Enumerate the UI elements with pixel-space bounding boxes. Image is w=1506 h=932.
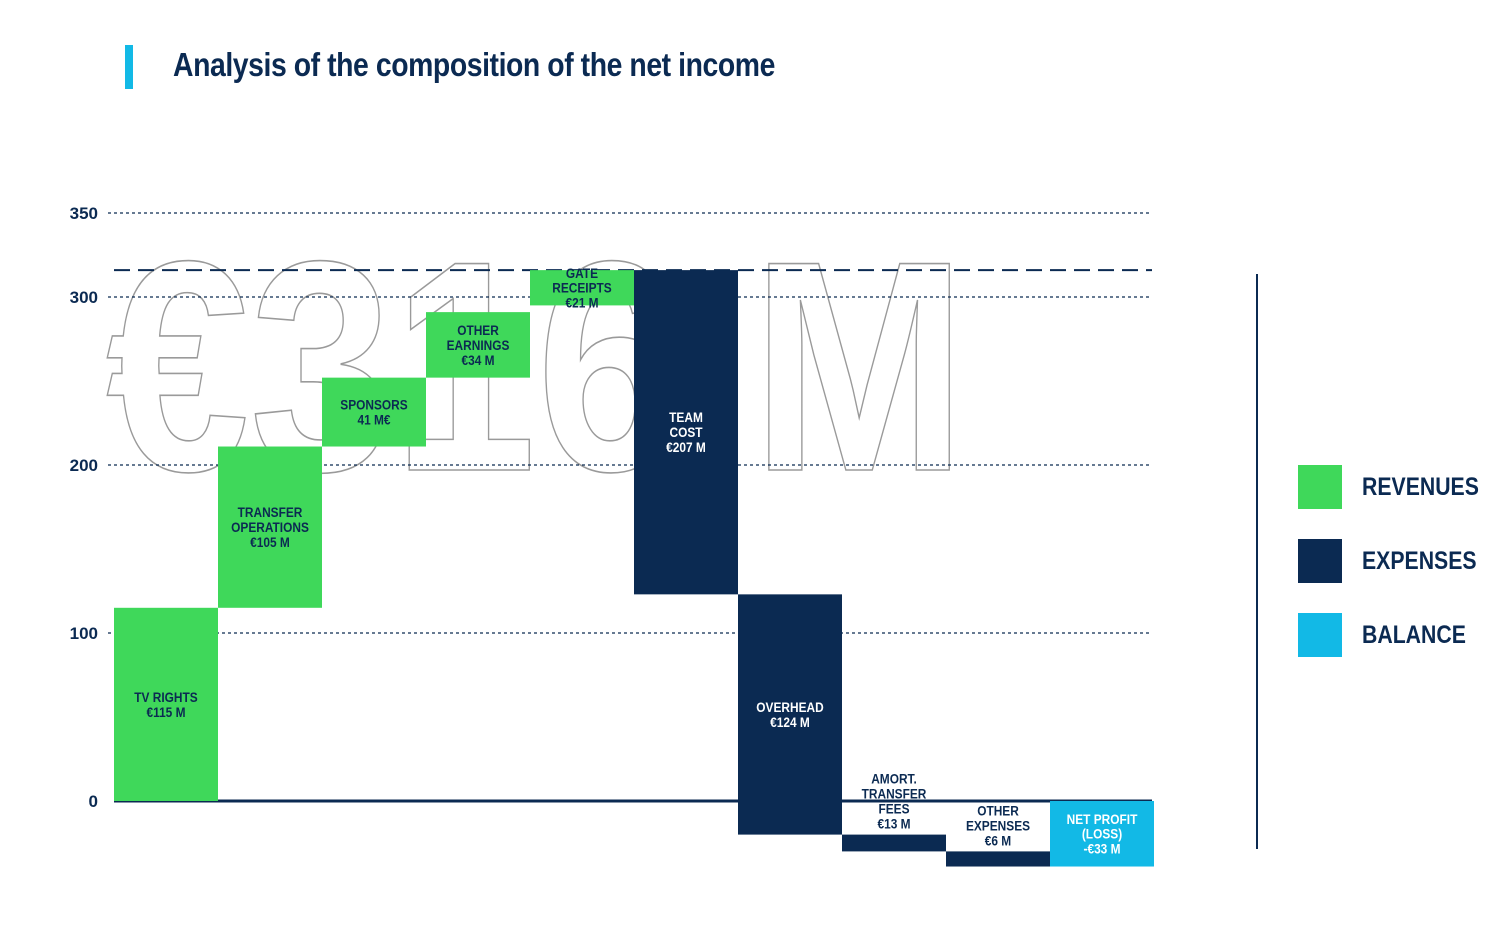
bars-layer bbox=[114, 270, 1154, 867]
bar-label-line: OPERATIONS bbox=[231, 519, 309, 535]
bar-expenses bbox=[738, 594, 842, 835]
bar-label-line: (LOSS) bbox=[1082, 826, 1122, 842]
bar-label-line: FEES bbox=[878, 801, 909, 817]
bar-label-line: 41 M€ bbox=[357, 412, 390, 428]
bar-balance bbox=[1050, 801, 1154, 867]
legend-swatch-expenses bbox=[1298, 539, 1342, 583]
bar-revenues bbox=[322, 377, 426, 447]
title-accent-bar bbox=[125, 45, 133, 89]
bar-label: TV RIGHTS€115 M bbox=[134, 689, 198, 720]
legend-label: EXPENSES bbox=[1362, 546, 1477, 575]
bar-expenses bbox=[634, 270, 738, 595]
y-tick-label: 300 bbox=[70, 288, 98, 307]
bar-label-line: €21 M bbox=[565, 295, 598, 311]
bar-label-line: EXPENSES bbox=[966, 817, 1030, 833]
legend-label: BALANCE bbox=[1362, 620, 1466, 649]
bar-label-line: OTHER bbox=[977, 802, 1019, 818]
bar-revenues bbox=[218, 446, 322, 608]
legend-divider bbox=[1256, 274, 1258, 849]
bar-revenues bbox=[530, 270, 634, 306]
bar-label-line: TRANSFER bbox=[862, 786, 927, 802]
bar-label-line: AMORT. bbox=[871, 771, 917, 787]
bar-expenses bbox=[946, 851, 1050, 867]
bar-label-line: €115 M bbox=[146, 704, 185, 720]
bar-label-line: €6 M bbox=[985, 832, 1011, 848]
bar-revenues bbox=[426, 312, 530, 378]
bar-label: OVERHEAD€124 M bbox=[756, 699, 823, 730]
y-tick-label: 200 bbox=[70, 456, 98, 475]
bar-label-line: €13 M bbox=[877, 816, 910, 832]
page-title: Analysis of the composition of the net i… bbox=[173, 46, 775, 83]
bar-label-line: €124 M bbox=[770, 714, 810, 730]
bar-label-line: SPONSORS bbox=[340, 397, 408, 413]
bar-label-line: €34 M bbox=[461, 352, 494, 368]
y-tick-label: 100 bbox=[70, 624, 98, 643]
bar-label-line: EARNINGS bbox=[447, 337, 510, 353]
bar-label-line: OTHER bbox=[457, 322, 499, 338]
legend-item-expenses: EXPENSES bbox=[1298, 539, 1497, 583]
legend-item-revenues: REVENUES bbox=[1298, 465, 1500, 509]
bar-label-line: COST bbox=[669, 424, 702, 440]
bar-label-line: NET PROFIT bbox=[1067, 811, 1138, 827]
bar-label-line: TRANSFER bbox=[238, 504, 303, 520]
bar-label-line: TEAM bbox=[669, 409, 703, 425]
y-tick-layer: 0 100 200 300 350 bbox=[70, 204, 98, 811]
legend-swatch-revenues bbox=[1298, 465, 1342, 509]
legend-label: REVENUES bbox=[1362, 472, 1479, 501]
bar-label-line: €207 M bbox=[666, 439, 706, 455]
y-tick-label: 0 bbox=[89, 792, 98, 811]
bar-expenses bbox=[842, 834, 946, 852]
y-tick-label: 350 bbox=[70, 204, 98, 223]
bar-label-line: OVERHEAD bbox=[756, 699, 823, 715]
bar-label: NET PROFIT(LOSS)-€33 M bbox=[1067, 811, 1138, 857]
bar-label-line: €105 M bbox=[250, 534, 290, 550]
bar-label-line: -€33 M bbox=[1083, 841, 1120, 857]
legend-swatch-balance bbox=[1298, 613, 1342, 657]
bar-label-line: TV RIGHTS bbox=[134, 689, 198, 705]
bar-revenues bbox=[114, 607, 218, 801]
legend-item-balance: BALANCE bbox=[1298, 613, 1484, 657]
bar-label-line: GATE bbox=[566, 265, 598, 281]
bar-label-line: RECEIPTS bbox=[552, 280, 612, 296]
